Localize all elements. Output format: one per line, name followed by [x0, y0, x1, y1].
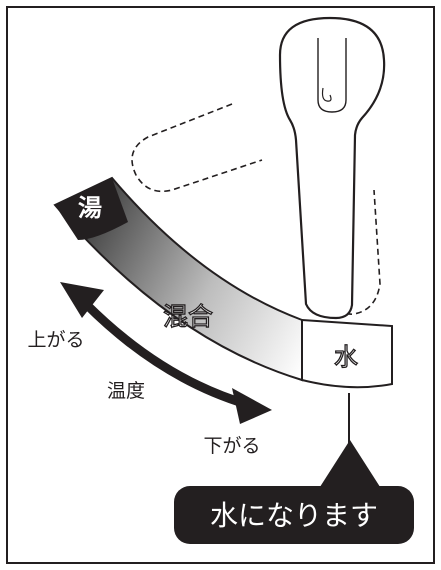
- faucet-lever: [278, 16, 386, 320]
- callout-pointer: [318, 393, 382, 490]
- arrow-temp-label: 温度: [107, 380, 145, 402]
- arrow-down-label: 下がる: [203, 435, 260, 457]
- hand-icon: [321, 87, 332, 102]
- mix-label: 混合: [163, 302, 213, 331]
- dashed-lever-left: [131, 103, 263, 193]
- temperature-arrow-icon: [60, 282, 272, 424]
- temperature-arc: [53, 176, 393, 389]
- cold-label: 水: [334, 343, 358, 371]
- callout-box: 水になります: [174, 486, 414, 544]
- hot-label: 湯: [78, 194, 102, 222]
- cold-zone: [301, 318, 393, 389]
- callout-text: 水になります: [210, 499, 378, 532]
- hot-zone: [55, 178, 128, 240]
- arrow-up-label: 上がる: [27, 329, 84, 351]
